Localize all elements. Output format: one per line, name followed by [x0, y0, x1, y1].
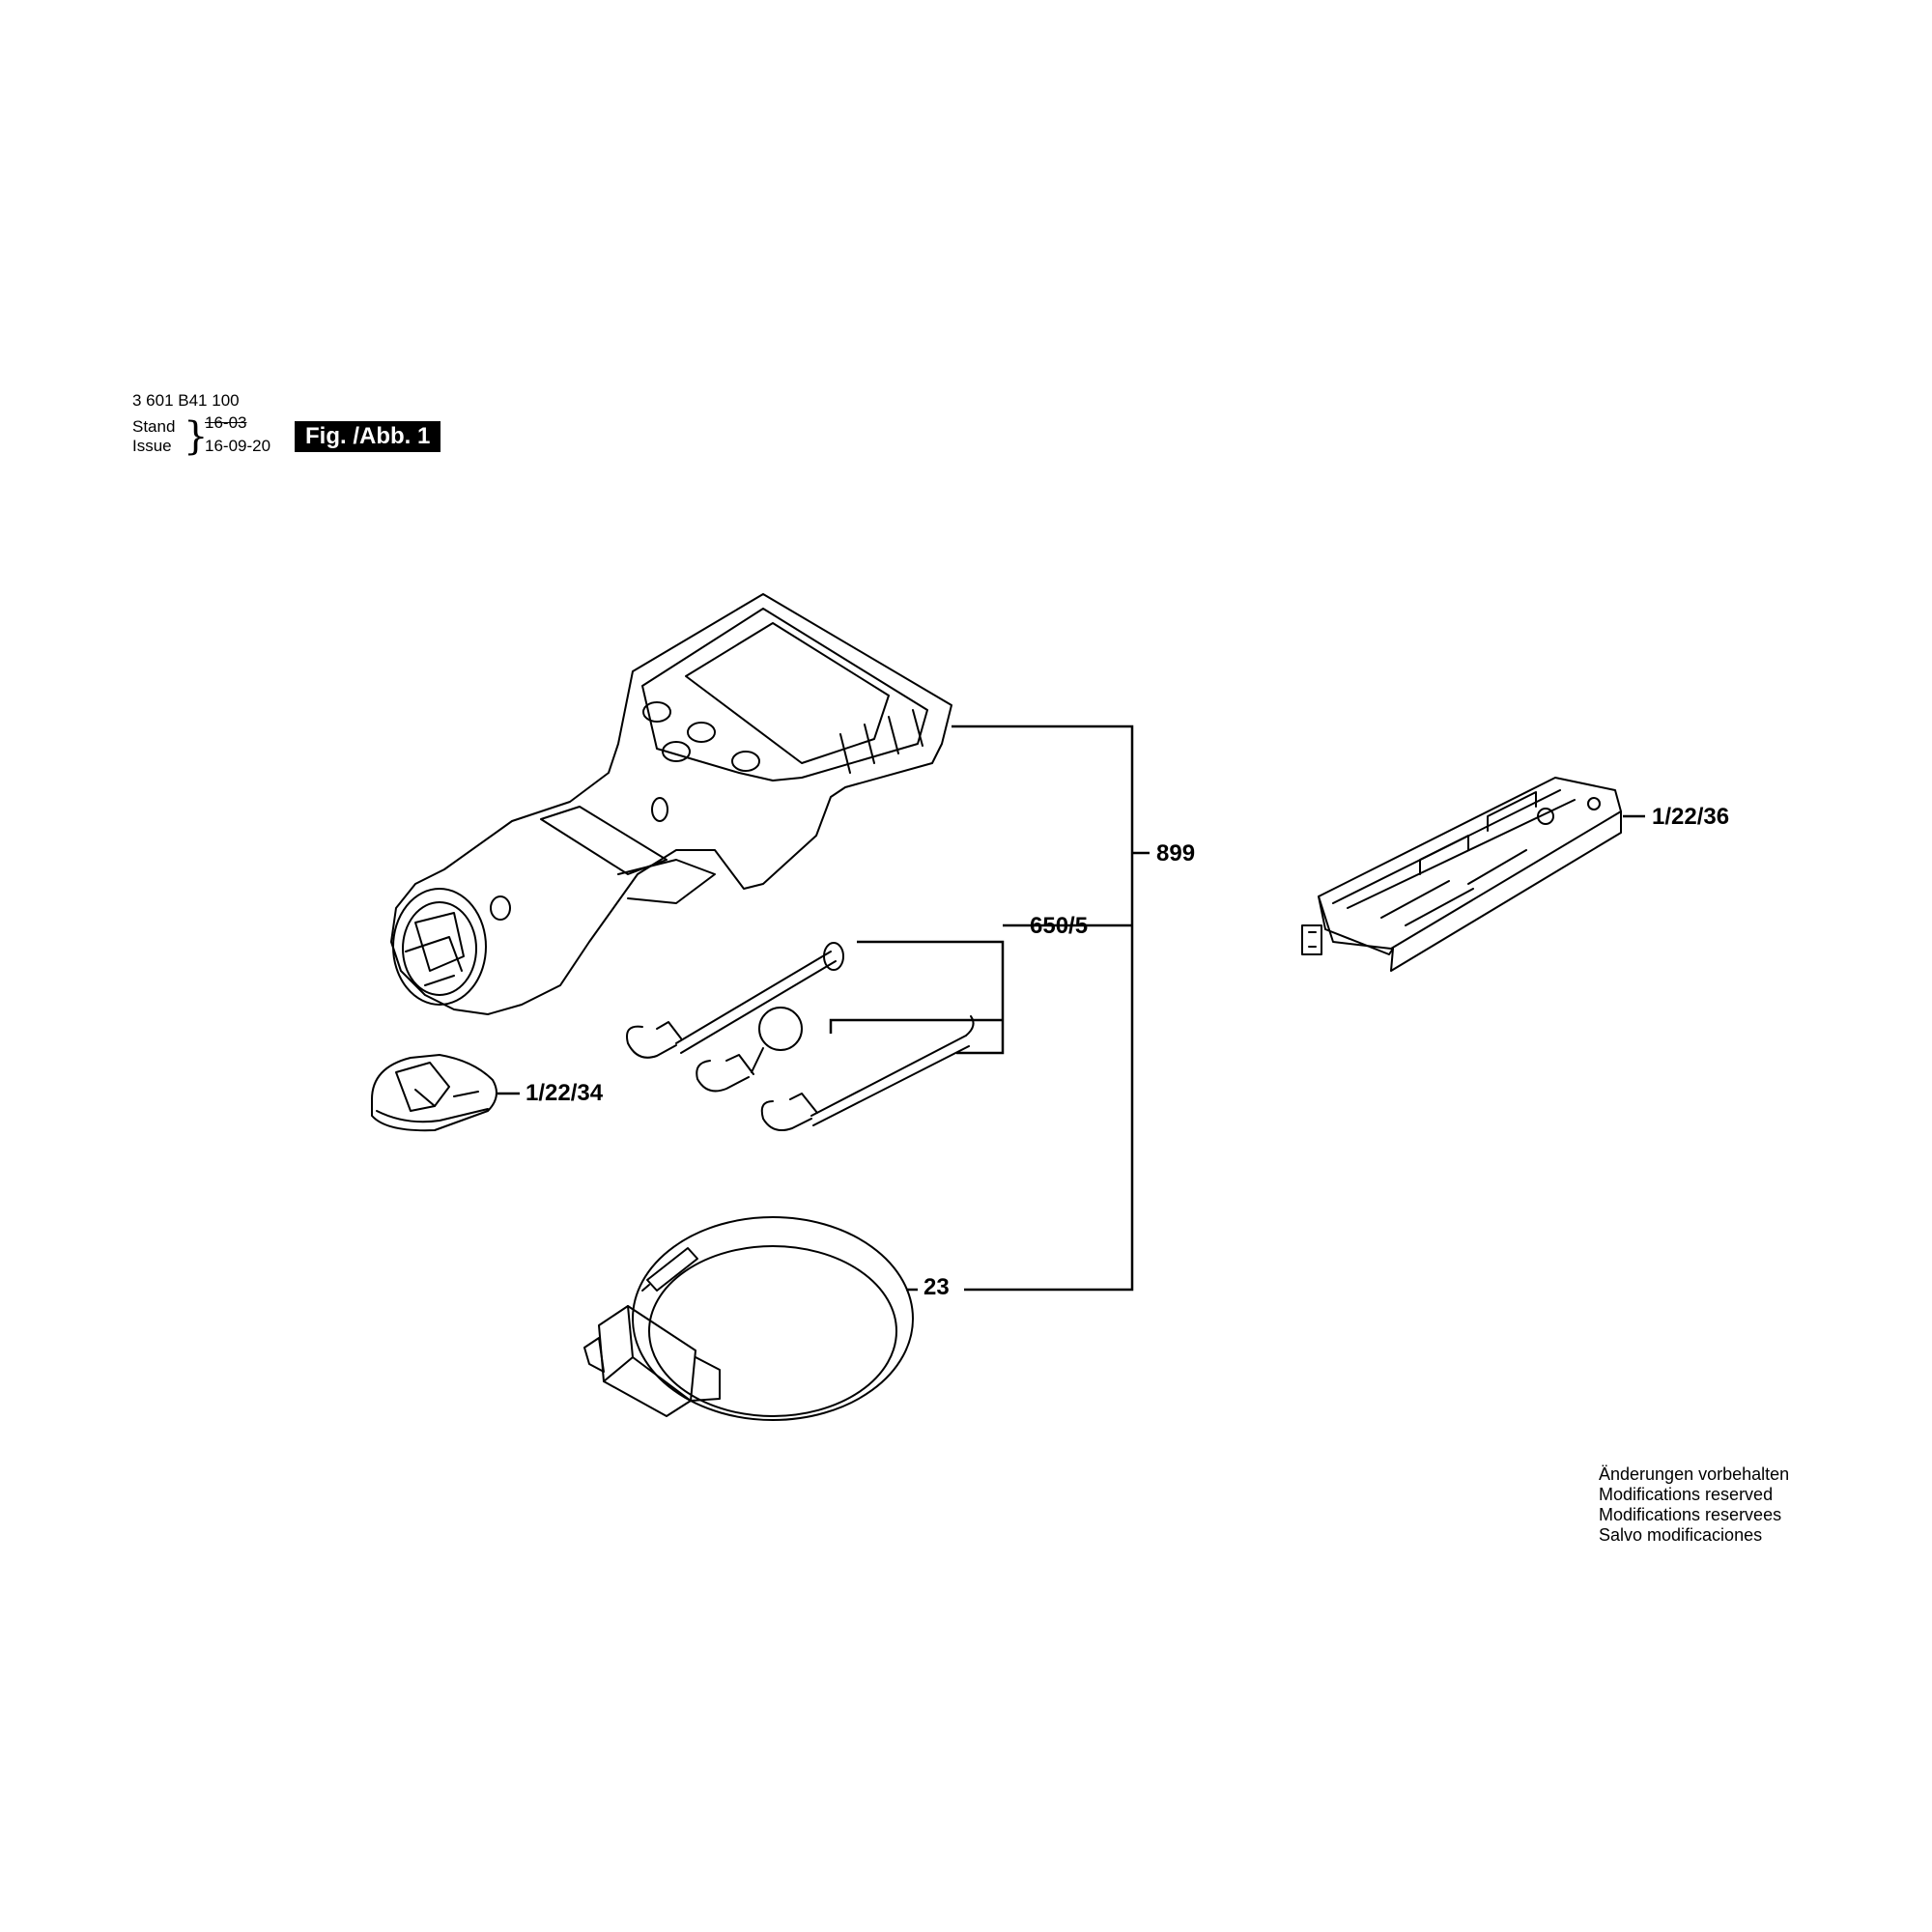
superseded-date: 16-03 [205, 413, 247, 432]
notice-line-de: Änderungen vorbehalten [1599, 1464, 1790, 1484]
inspection-camera-unit [390, 593, 952, 1015]
issue-label: Issue [132, 437, 172, 455]
modifications-notice: Änderungen vorbehalten Modifications res… [1599, 1464, 1789, 1546]
callout-1-22-36: 1/22/36 [1652, 804, 1730, 830]
callout-899: 899 [1156, 840, 1196, 867]
callout-1-22-34: 1/22/34 [526, 1080, 604, 1106]
stand-label: Stand [132, 417, 176, 436]
battery-tray-part [1301, 777, 1622, 972]
accessory-hooks-part [626, 942, 975, 1131]
leader-650-5 [829, 923, 1132, 1055]
notice-line-en: Modifications reserved [1599, 1485, 1774, 1504]
cable-part [583, 1216, 914, 1421]
callout-650-5: 650/5 [1030, 913, 1089, 939]
cap-part [371, 1054, 497, 1132]
notice-line-es: Salvo modificaciones [1599, 1525, 1763, 1545]
figure-label: Fig. /Abb. 1 [295, 421, 441, 452]
brace-icon: } [184, 414, 209, 459]
part-number: 3 601 B41 100 [132, 391, 240, 410]
callout-23: 23 [923, 1274, 950, 1300]
notice-line-fr: Modifications reservees [1599, 1505, 1782, 1524]
issue-date: 16-09-20 [205, 437, 271, 455]
leader-899 [952, 724, 1150, 1292]
